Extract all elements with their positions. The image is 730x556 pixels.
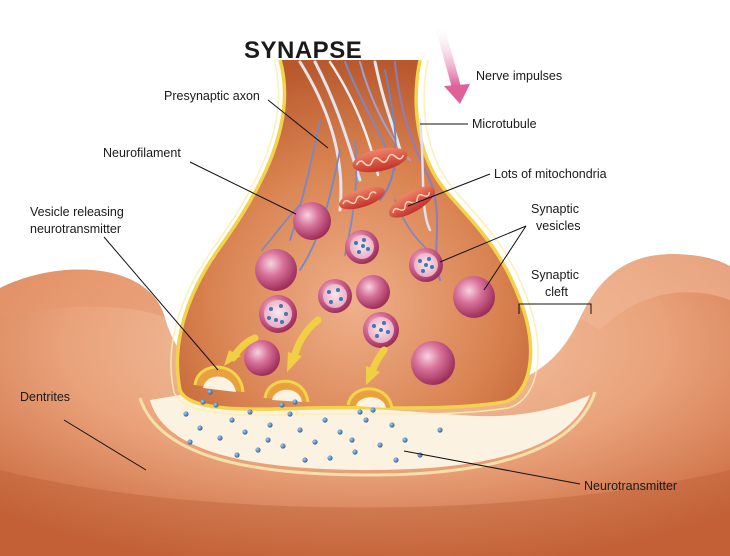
mitochondrion-1	[352, 147, 408, 173]
axon-outline-outer	[170, 59, 539, 416]
label-synaptic-cleft-line1: Synaptic	[531, 268, 579, 282]
vesicle-filled-3	[318, 279, 352, 313]
label-nerve-impulses: Nerve impulses	[476, 69, 562, 83]
label-synaptic-vesicles-line1: Synaptic	[531, 202, 579, 216]
vesicle-filled-2	[409, 248, 443, 282]
vesicle-filled-5	[363, 312, 399, 348]
mitochondrion-3	[388, 186, 436, 218]
axon-fibers	[261, 60, 441, 281]
label-neurofilament: Neurofilament	[103, 146, 181, 160]
release-arrowheads	[224, 350, 380, 385]
cleft-bracket	[518, 303, 592, 314]
synaptic-vesicles-solid	[244, 202, 495, 385]
label-presynaptic-axon: Presynaptic axon	[164, 89, 260, 103]
dendrite-left-shadow	[0, 269, 165, 320]
label-dentrites: Dentrites	[20, 390, 70, 404]
dendrite-floor-shade	[0, 470, 730, 556]
leader-lines	[63, 99, 581, 485]
cleft-postsynaptic-membrane	[138, 391, 597, 477]
vesicle-filled-1	[345, 230, 379, 264]
synaptic-vesicles-filled	[259, 230, 443, 348]
page-title: SYNAPSE	[244, 37, 362, 64]
label-neurotransmitter: Neurotransmitter	[584, 479, 677, 493]
label-microtubule: Microtubule	[472, 117, 537, 131]
label-vesicle-releasing-line1: Vesicle releasing	[30, 205, 124, 219]
label-synaptic-vesicles-line2: vesicles	[536, 219, 580, 233]
vesicle-filled-4	[259, 295, 297, 333]
dendrite-right-shadow	[580, 254, 730, 330]
mitochondrion-2	[339, 186, 385, 210]
label-lots-of-mitochondria: Lots of mitochondria	[494, 167, 607, 181]
axon-outline	[175, 59, 533, 411]
label-vesicle-releasing-line2: neurotransmitter	[30, 222, 121, 236]
label-synaptic-cleft-line2: cleft	[545, 285, 568, 299]
down-arrow-icon	[435, 23, 470, 104]
exocytosis-pits	[193, 365, 394, 409]
neurotransmitter-dots	[183, 389, 443, 463]
